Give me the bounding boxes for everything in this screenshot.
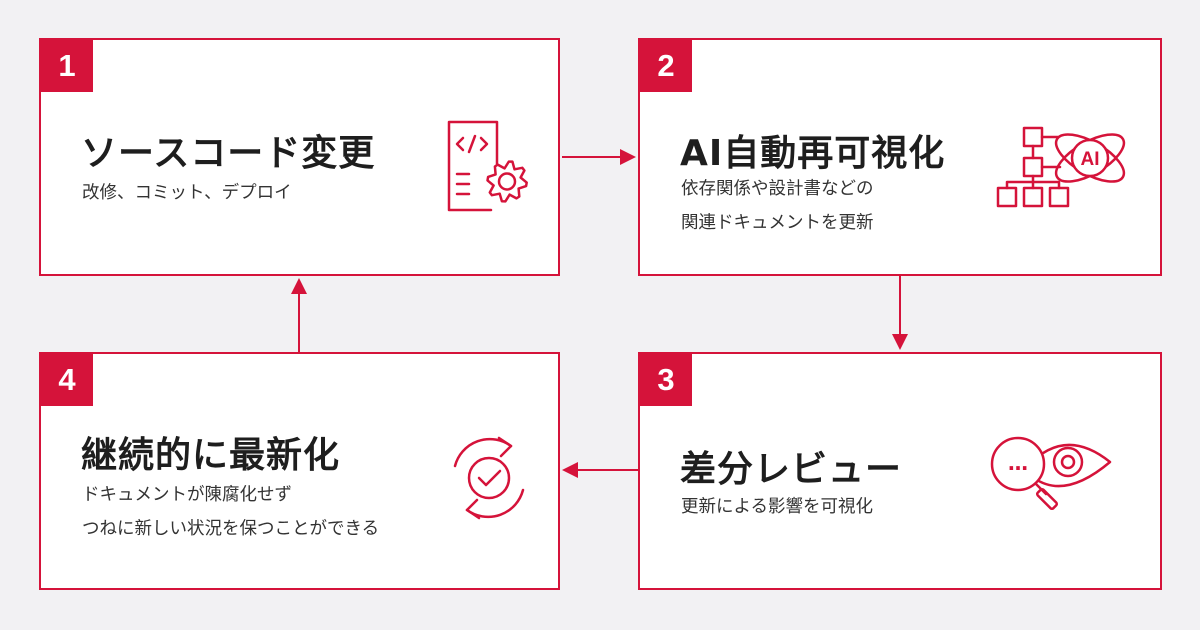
step-title: 継続的に最新化 [81, 435, 341, 476]
step-description: ドキュメントが陳腐化せず つねに新しい状況を保つことができる [82, 478, 379, 546]
step-title: AI自動再可視化 [680, 133, 946, 174]
step-title: ソースコード変更 [81, 133, 376, 174]
step-description-line: 依存関係や設計書などの [681, 179, 874, 199]
step-description: 更新による影響を可視化 [681, 490, 873, 524]
arrow-down [892, 276, 908, 350]
ai-diagram-icon: AI [996, 126, 1126, 208]
step-number: 1 [41, 40, 93, 92]
step-description: 依存関係や設計書などの 関連ドキュメントを更新 [681, 172, 874, 240]
code-settings-icon [447, 120, 528, 212]
step-description: 改修、コミット、デプロイ [82, 176, 292, 210]
step-description-line: 更新による影響を可視化 [681, 497, 873, 517]
step-number: 3 [640, 354, 692, 406]
step-description-line: 改修、コミット、デプロイ [82, 183, 292, 203]
arrow-right [562, 149, 636, 165]
step-title: 差分レビュー [680, 449, 903, 490]
step-card-3: 3 差分レビュー 更新による影響を可視化 … [638, 352, 1162, 590]
step-description-line: 関連ドキュメントを更新 [681, 213, 874, 233]
step-number: 2 [640, 40, 692, 92]
step-number: 4 [41, 354, 93, 406]
eye-search-icon: … [990, 436, 1112, 511]
step-card-2: 2 AI自動再可視化 依存関係や設計書などの 関連ドキュメントを更新 AI [638, 38, 1162, 276]
refresh-check-icon [453, 436, 525, 520]
step-description-line: つねに新しい状況を保つことができる [82, 519, 380, 539]
step-card-4: 4 継続的に最新化 ドキュメントが陳腐化せず つねに新しい状況を保つことができる [39, 352, 560, 590]
arrow-up [291, 278, 307, 352]
arrow-left [562, 462, 638, 478]
search-icon-label: … [1008, 451, 1028, 475]
step-description-line: ドキュメントが陳腐化せず [82, 485, 292, 505]
step-card-1: 1 ソースコード変更 改修、コミット、デプロイ [39, 38, 560, 276]
ai-icon-label: AI [1081, 149, 1100, 170]
